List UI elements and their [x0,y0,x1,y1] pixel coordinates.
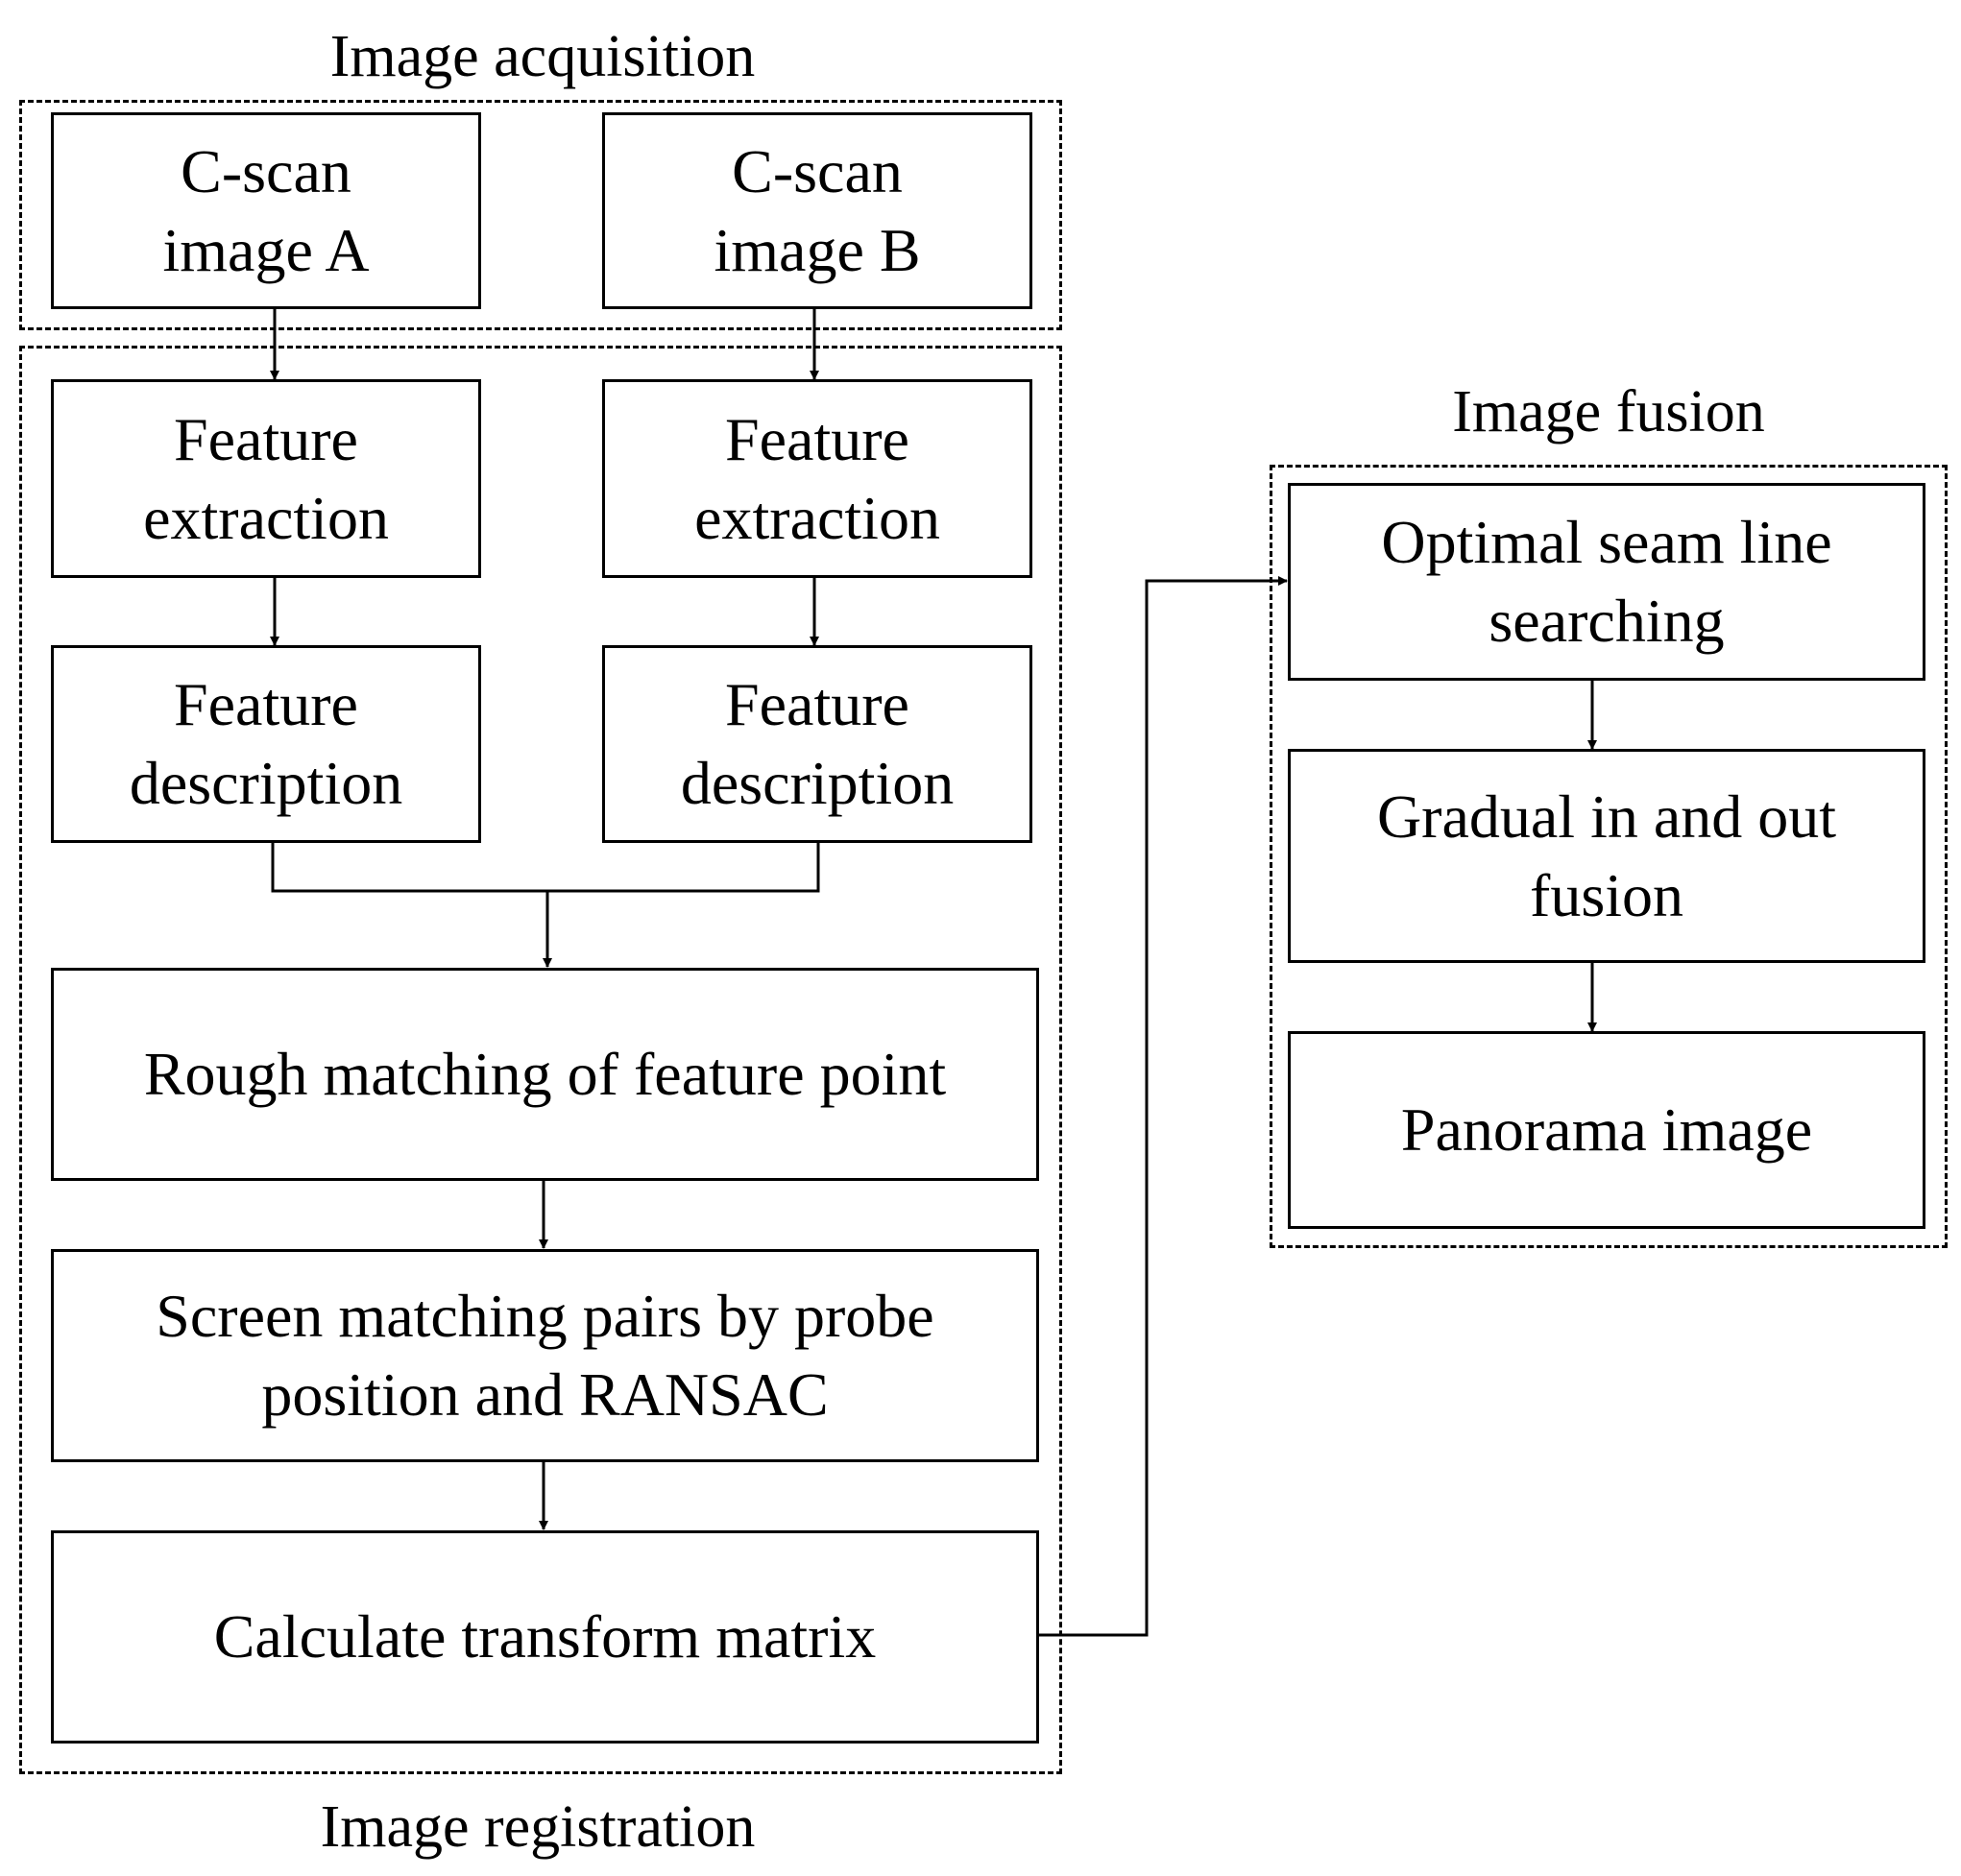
box-panorama-image: Panorama image [1288,1031,1925,1229]
box-cscan-image-b: C-scan image B [602,112,1032,309]
box-cscan-image-b-label: C-scan image B [714,136,921,284]
box-feature-description-b-label: Feature description [680,670,955,817]
box-feature-extraction-b: Feature extraction [602,379,1032,578]
box-cscan-image-a-label: C-scan image A [162,136,370,284]
group-image-registration [19,346,1062,1774]
edge-feature-descriptions-merge [271,841,820,893]
box-feature-extraction-a-label: Feature extraction [143,404,389,552]
box-screen-matching-pairs-label: Screen matching pairs by probe position … [156,1282,934,1429]
box-screen-matching-pairs: Screen matching pairs by probe position … [51,1249,1039,1462]
box-rough-matching: Rough matching of feature point [51,968,1039,1181]
box-feature-extraction-a: Feature extraction [51,379,481,578]
box-feature-description-a: Feature description [51,645,481,843]
group-image-fusion [1270,465,1948,1248]
box-calculate-transform-matrix: Calculate transform matrix [51,1530,1039,1744]
edge-calculate-transform-to-seam-search [1038,576,1288,1637]
box-gradual-fusion-label: Gradual in and out fusion [1376,782,1837,929]
box-optimal-seam-line-searching-label: Optimal seam line searching [1381,508,1832,655]
box-gradual-fusion: Gradual in and out fusion [1288,749,1925,963]
group-title-image-fusion: Image fusion [1452,379,1765,445]
group-title-image-registration: Image registration [320,1794,756,1860]
box-feature-description-b: Feature description [602,645,1032,843]
box-optimal-seam-line-searching: Optimal seam line searching [1288,483,1925,681]
box-feature-description-a-label: Feature description [129,670,403,817]
box-feature-extraction-b-label: Feature extraction [694,404,940,552]
box-calculate-transform-matrix-label: Calculate transform matrix [213,1602,877,1671]
group-image-acquisition [19,100,1062,330]
box-panorama-image-label: Panorama image [1400,1095,1813,1164]
group-title-image-acquisition: Image acquisition [329,24,756,89]
box-cscan-image-a: C-scan image A [51,112,481,309]
box-rough-matching-label: Rough matching of feature point [143,1040,947,1108]
